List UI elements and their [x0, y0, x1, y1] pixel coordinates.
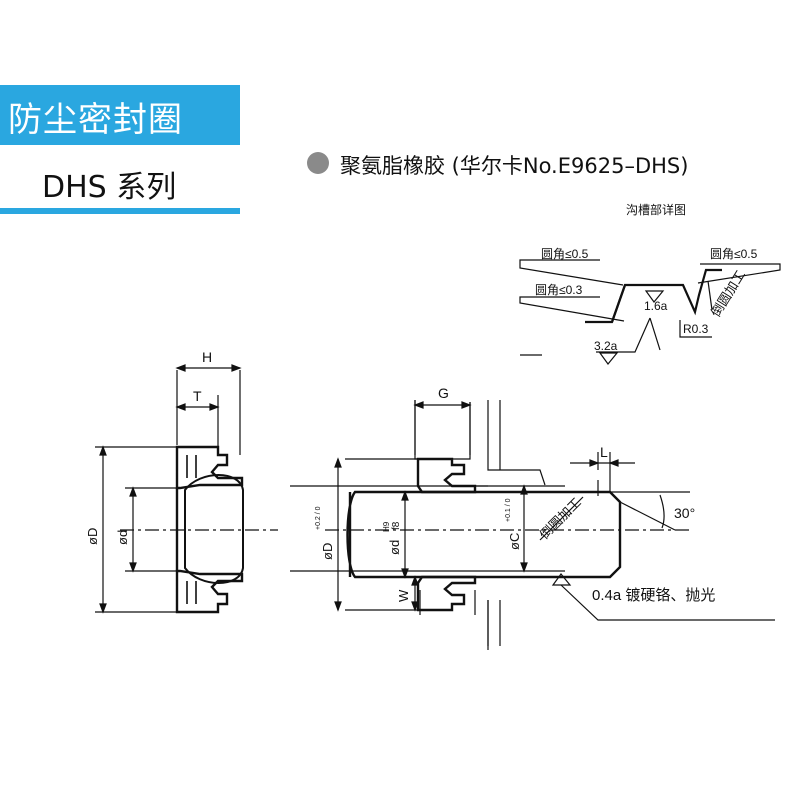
dim-G: G	[438, 385, 449, 401]
dim-C: øC	[507, 533, 522, 550]
dim-D: øD	[85, 528, 100, 545]
round-corner-left: 圆角≤0.5	[541, 247, 589, 261]
material-label: 聚氨脂橡胶 (华尔卡No.E9625–DHS)	[340, 154, 689, 178]
dim-H: H	[202, 349, 212, 365]
round-corner-right: 圆角≤0.5	[710, 247, 758, 261]
seal-section: H T øD ød	[85, 349, 278, 614]
dim-d-suffix: f8	[391, 521, 402, 530]
dim-W: W	[396, 589, 411, 602]
groove-detail-title: 沟槽部详图	[626, 202, 686, 217]
dim-L: L	[600, 444, 608, 460]
dim-angle: 30°	[674, 505, 695, 521]
round-corner-small: 圆角≤0.3	[535, 283, 583, 297]
dim-C-tol: +0.1 / 0	[505, 498, 512, 522]
surface-note: 0.4a 镀硬铬、抛光	[592, 587, 715, 604]
dim-T: T	[193, 388, 202, 404]
dim-d-rod: ød	[387, 540, 402, 555]
dim-D1: øD	[320, 543, 335, 560]
series-label: DHS 系列	[42, 170, 177, 205]
finish-side: 3.2a	[594, 339, 618, 353]
chamfer-label: 倒圆加工	[537, 495, 584, 542]
groove-detail: 沟槽部详图 圆角≤0.5 圆角≤0.5 圆角≤0.3 1.6a 3.2a R0.…	[519, 202, 781, 365]
dim-D1-tol: +0.2 / 0	[315, 506, 322, 530]
radius-label: R0.3	[683, 322, 709, 336]
title-underline	[0, 208, 240, 214]
chamfer-label-detail: 倒圆加工	[708, 268, 748, 320]
installation-drawing: G øD +0.2 / 0 ød H9 f8 øC +0.1 / 0	[290, 385, 775, 650]
page-title: 防尘密封圈	[8, 100, 183, 140]
dim-d-tol: H9	[382, 521, 391, 532]
title-band	[0, 85, 240, 145]
finish-bottom: 1.6a	[644, 299, 668, 313]
dim-d: ød	[115, 530, 130, 545]
bullet-icon	[307, 152, 329, 174]
